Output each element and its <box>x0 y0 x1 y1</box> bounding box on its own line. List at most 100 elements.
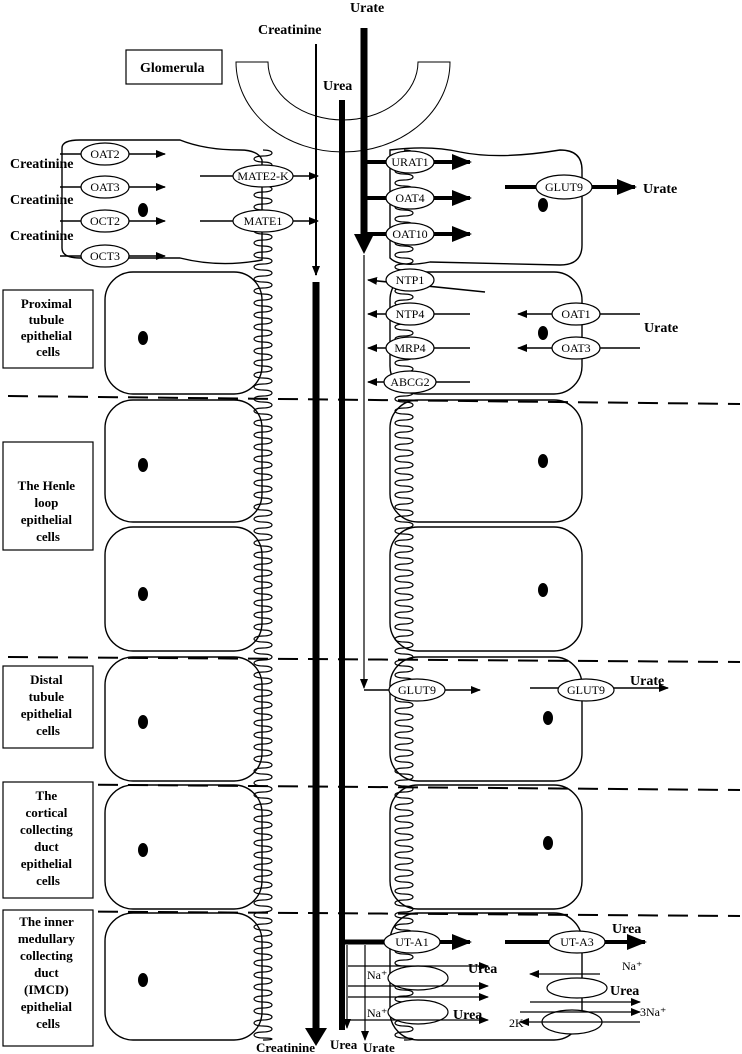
urate-distal-label: Urate <box>630 674 664 689</box>
ntp1-label: NTP1 <box>396 273 425 287</box>
main-flows <box>305 28 385 1046</box>
segment-box-proximal <box>2 289 94 369</box>
left-cell-imcd <box>104 912 263 1041</box>
abcg2-label: ABCG2 <box>390 375 429 389</box>
nucleus <box>138 973 148 987</box>
oct3-oval <box>80 244 130 268</box>
creatinine-label-2: Creatinine <box>10 193 74 208</box>
nucleus <box>138 331 148 345</box>
segment-boxes <box>2 289 94 1047</box>
segment-label-cortical: The cortical collecting duct epithelial … <box>20 788 76 888</box>
urea-uta1-label: Urea <box>468 962 497 977</box>
urea-top-label: Urea <box>323 79 352 94</box>
na-label-right: Na⁺ <box>622 959 642 973</box>
urate-oat1-label: Urate <box>644 321 678 336</box>
bottom-creatinine-label: Creatinine <box>256 1040 315 1054</box>
urate-glut9-label: Urate <box>643 182 677 197</box>
right-brush-border <box>394 149 414 1041</box>
nucleus <box>538 326 548 340</box>
oct2-label: OCT2 <box>90 214 120 228</box>
mate1-label: MATE1 <box>244 214 283 228</box>
oat3-left-oval <box>80 175 130 199</box>
glomerulus-cup <box>235 61 451 153</box>
glomerula-label: Glomerula <box>140 61 205 76</box>
nucleus <box>543 836 553 850</box>
ntp4-oval <box>385 302 435 326</box>
imcd-transport <box>348 962 641 1035</box>
oat10-oval <box>385 222 435 246</box>
mate2k-oval <box>232 164 294 188</box>
segment-boundaries <box>7 395 741 917</box>
urea-uta3-label: Urea <box>612 922 641 937</box>
nucleus <box>538 583 548 597</box>
nucleus <box>138 458 148 472</box>
oat4-label: OAT4 <box>395 191 424 205</box>
nucleus <box>543 711 553 725</box>
right-cell-distal <box>389 656 583 782</box>
segment-box-henle <box>2 441 94 551</box>
ntp4-label: NTP4 <box>396 307 425 321</box>
oat3-right-label: OAT3 <box>561 341 590 355</box>
glut9-distal-right-oval <box>557 678 615 702</box>
nucleus <box>538 198 548 212</box>
oat2-label: OAT2 <box>90 147 119 161</box>
right-cell-cortical <box>389 784 583 910</box>
boundary-cortical-imcd <box>7 910 741 917</box>
boundary-distal-cortical <box>7 783 741 791</box>
right-cell-top <box>389 147 583 266</box>
segment-label-proximal: Proximal tubule epithelial cells <box>21 296 76 359</box>
urate-top-label: Urate <box>350 1 384 16</box>
segment-box-imcd <box>2 909 94 1047</box>
glut9-distal-left-label: GLUT9 <box>398 683 436 697</box>
nucleus <box>138 203 148 217</box>
oat1-label: OAT1 <box>561 307 590 321</box>
na-label-1: Na⁺ <box>367 968 387 982</box>
glut9-distal-left-oval <box>388 678 446 702</box>
mrp4-label: MRP4 <box>394 341 425 355</box>
glomerula-box <box>125 49 223 85</box>
oct2-oval <box>80 209 130 233</box>
boundary-prox-henle <box>7 395 741 405</box>
nuclei <box>138 198 553 987</box>
ntp1-oval <box>385 268 435 292</box>
mate1-oval <box>232 209 294 233</box>
urea-mid-label: Urea <box>610 984 639 999</box>
creatinine-flow-head <box>305 1028 327 1046</box>
uta1-oval <box>383 930 441 954</box>
mate2k-label: MATE2-K <box>237 169 289 183</box>
segment-label-imcd: The inner medullary collecting duct (IMC… <box>18 914 78 1031</box>
left-cell-distal <box>104 656 263 782</box>
left-cell-henle2 <box>104 526 263 652</box>
oat4-oval <box>385 186 435 210</box>
left-cell-prox <box>104 271 263 395</box>
nucleus <box>538 454 548 468</box>
nucleus <box>138 715 148 729</box>
abcg2-oval <box>383 370 437 394</box>
creatinine-label-3: Creatinine <box>10 229 74 244</box>
segment-texts: Proximal tubule epithelial cells The Hen… <box>18 296 78 1031</box>
imcd-channel <box>546 977 608 999</box>
right-cell-prox <box>389 271 583 395</box>
left-cell-henle1 <box>104 399 263 523</box>
glut9-top-label: GLUT9 <box>545 180 583 194</box>
creatinine-top-label: Creatinine <box>258 23 322 38</box>
mrp4-oval <box>385 336 435 360</box>
imcd-channel <box>387 999 449 1025</box>
na-label-2: Na⁺ <box>367 1006 387 1020</box>
urat1-label: URAT1 <box>391 155 428 169</box>
segment-box-cortical <box>2 781 94 899</box>
na3-label: 3Na⁺ <box>640 1005 666 1019</box>
nucleus <box>138 843 148 857</box>
oct3-label: OCT3 <box>90 249 120 263</box>
glut9-top-oval <box>535 174 593 200</box>
nucleus <box>138 587 148 601</box>
right-cell-henle1 <box>389 399 583 523</box>
oat3-right-oval <box>551 336 601 360</box>
segment-label-distal: Distal tubule epithelial cells <box>21 672 76 738</box>
left-cells <box>61 139 263 1041</box>
glut9-distal-right-label: GLUT9 <box>567 683 605 697</box>
transporter-ovals <box>80 142 615 954</box>
oat1-oval <box>551 302 601 326</box>
uta3-oval <box>548 930 606 954</box>
brush-border-coils <box>253 149 414 1041</box>
